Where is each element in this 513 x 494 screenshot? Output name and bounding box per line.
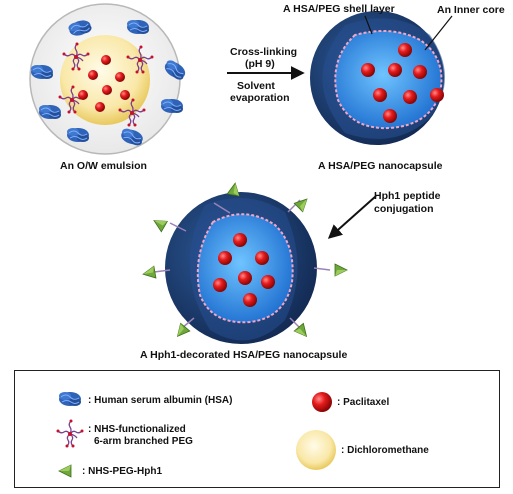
pointer-core [424, 15, 453, 51]
hph1-peptides [141, 181, 348, 341]
legend-hph1-label: : NHS-PEG-Hph1 [82, 466, 162, 477]
legend-peg-label-1: : NHS-functionalized [88, 424, 186, 435]
label-inner-core: An Inner core [437, 4, 505, 16]
pointer-shell [364, 15, 373, 35]
label-nanocapsule: A HSA/PEG nanocapsule [318, 160, 443, 172]
inner-core [335, 31, 442, 129]
label-emulsion: An O/W emulsion [60, 160, 147, 172]
legend-dichloromethane-label: : Dichloromethane [341, 445, 429, 456]
step2-line2: conjugation [374, 203, 434, 215]
legend-icons [55, 391, 336, 478]
ow-emulsion-illustration [29, 3, 189, 155]
arrow-hph1-conjugation [327, 195, 377, 239]
hph1-decorated-nanocapsule-illustration [141, 181, 348, 344]
hsa-peg-nanocapsule-illustration [310, 11, 453, 145]
step1-line4: evaporation [230, 92, 290, 104]
peg-crosslink-boundary [334, 30, 443, 130]
step2-line1: Hph1 peptide [374, 190, 441, 202]
step1-line2: (pH 9) [245, 58, 275, 70]
legend-dichloromethane-icon [296, 430, 336, 470]
legend-paclitaxel-label: : Paclitaxel [337, 397, 390, 408]
step1-line1: Cross-linking [230, 46, 298, 58]
legend-paclitaxel-icon [312, 392, 332, 412]
dichloromethane-droplet [60, 35, 150, 125]
paclitaxel-decorated [213, 233, 275, 307]
paclitaxel-emulsion [78, 55, 130, 112]
paclitaxel-nanocapsule [361, 43, 444, 123]
legend-box [14, 370, 500, 488]
legend-peg-label-2: 6-arm branched PEG [94, 436, 193, 447]
label-shell-layer: A HSA/PEG shell layer [283, 3, 395, 15]
decorated-inner-core [197, 214, 293, 323]
step1-line3: Solvent [237, 80, 275, 92]
legend-hsa-label: : Human serum albumin (HSA) [88, 395, 233, 406]
label-decorated-nanocapsule: A Hph1-decorated HSA/PEG nanocapsule [140, 349, 348, 361]
